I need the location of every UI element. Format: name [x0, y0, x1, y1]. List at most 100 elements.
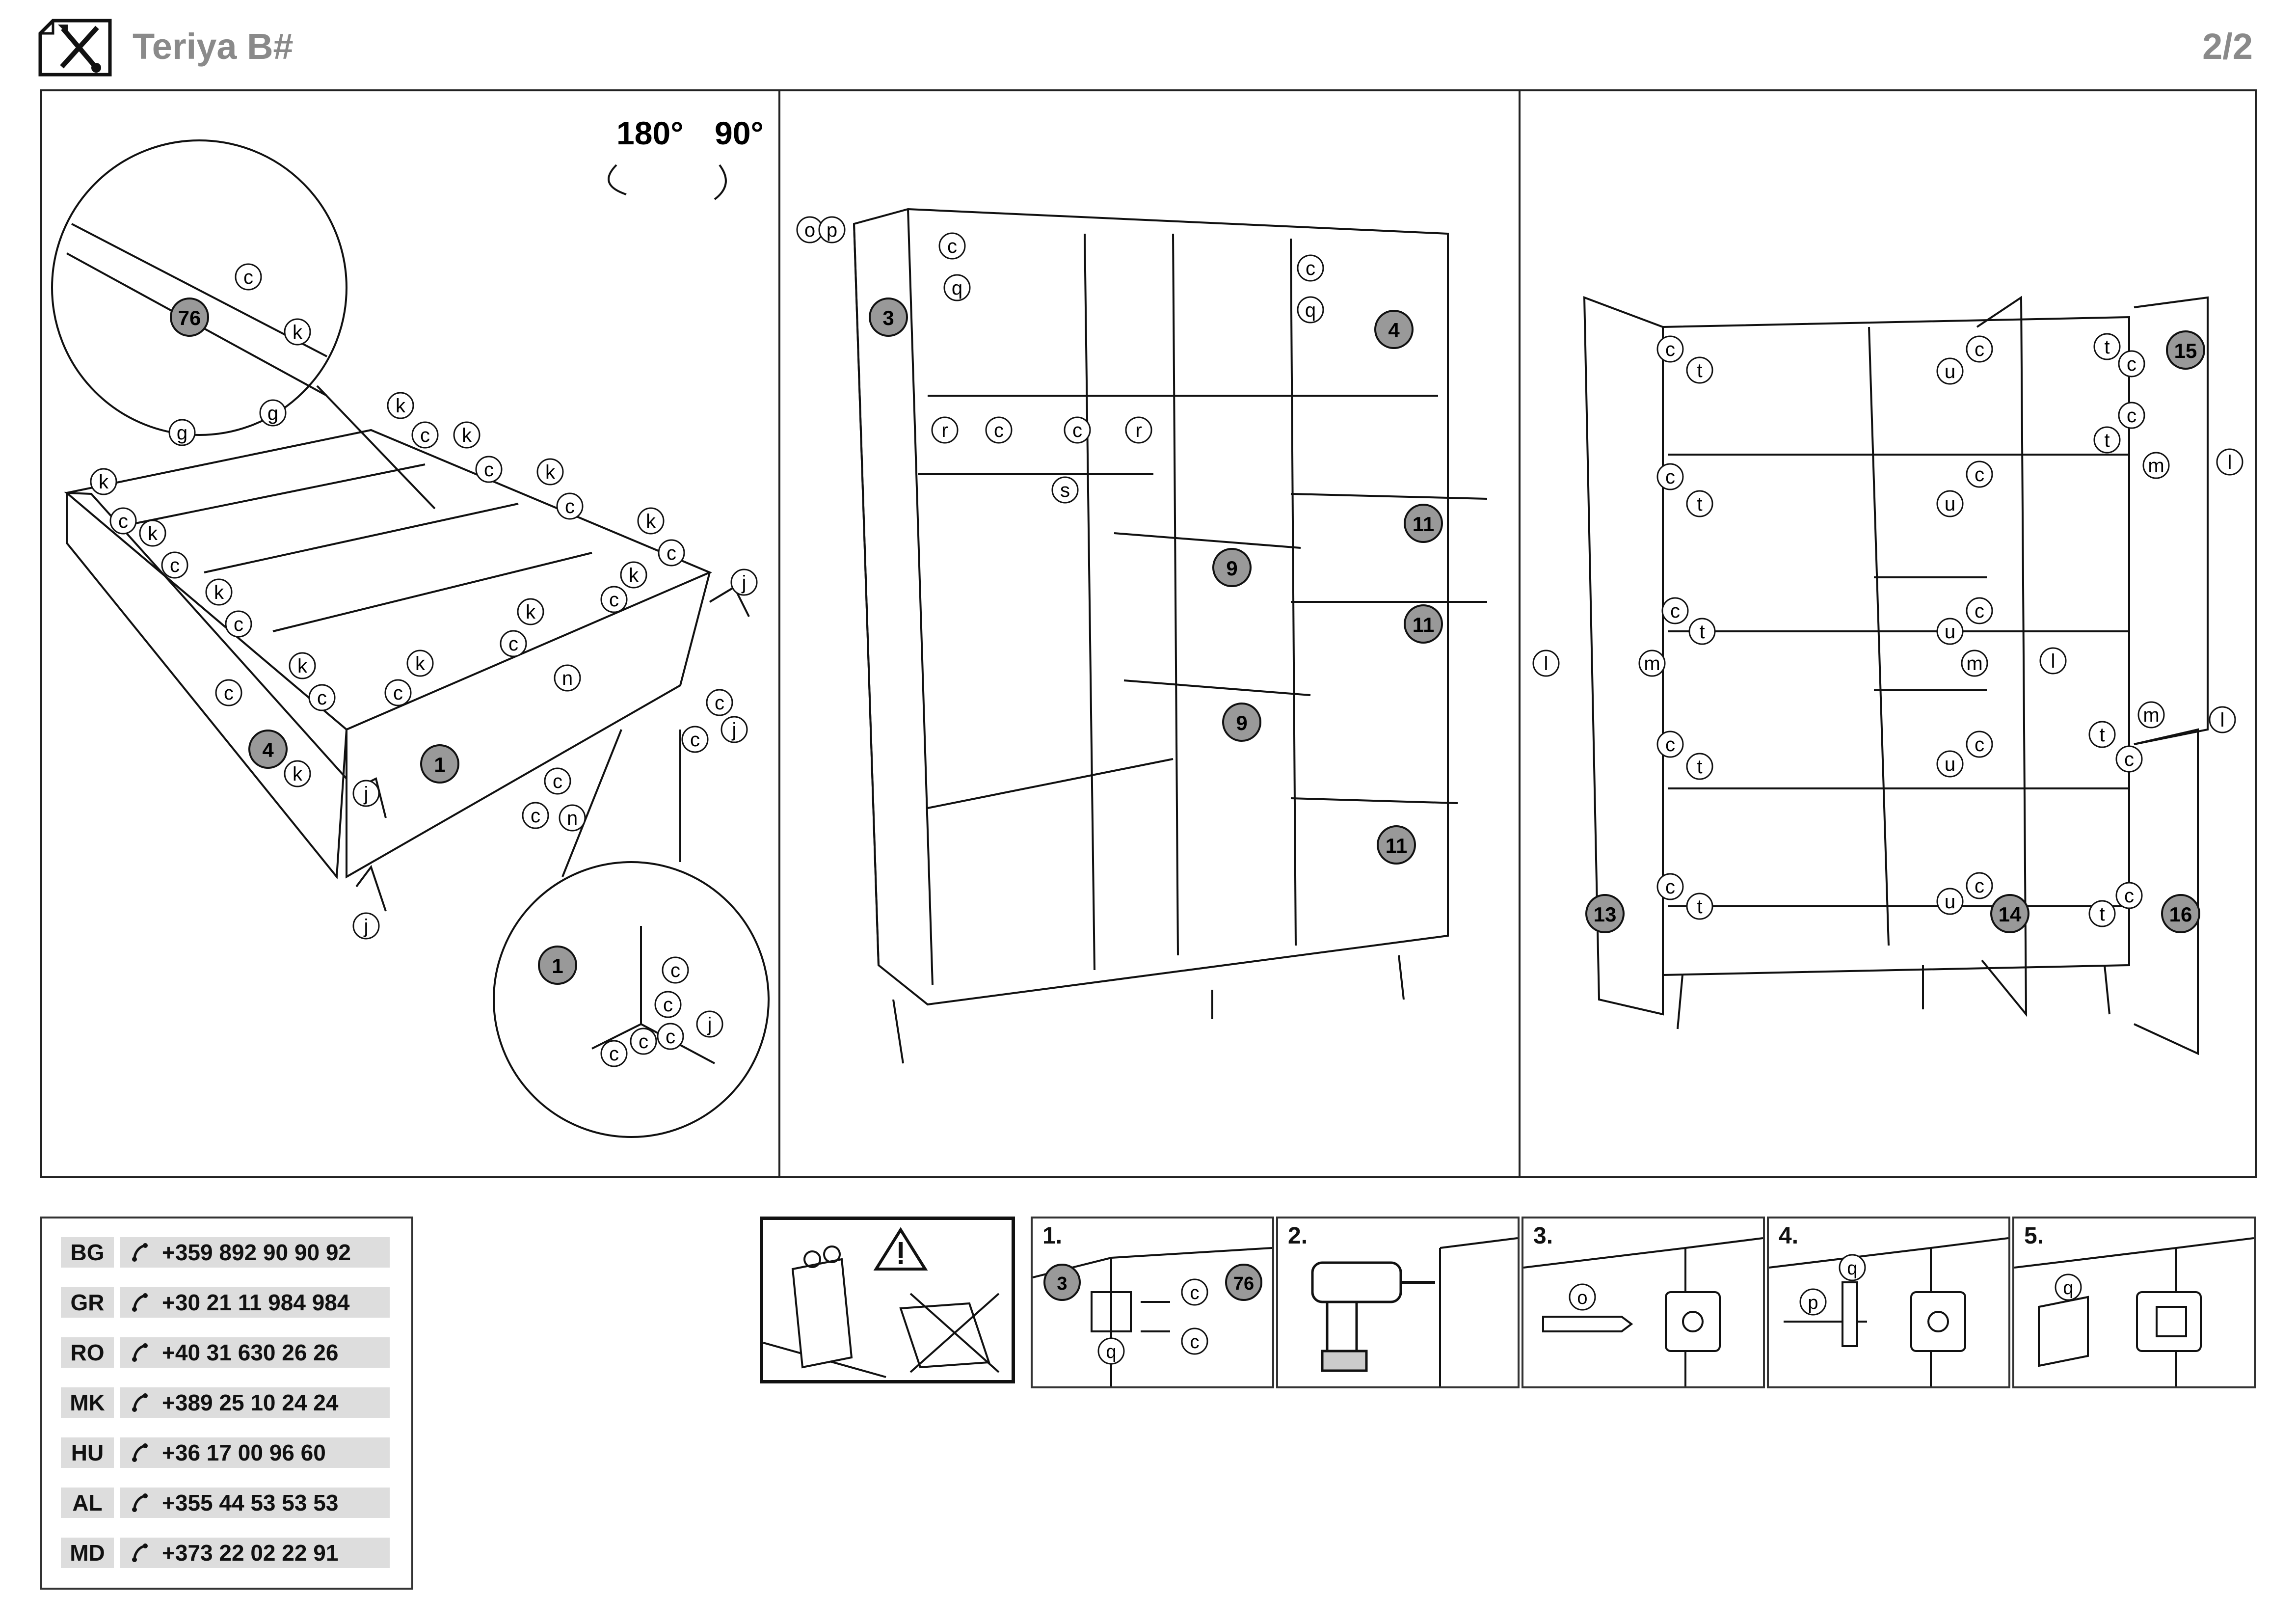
- svg-text:c: c: [715, 692, 724, 714]
- country-code: MD: [61, 1538, 114, 1568]
- svg-text:u: u: [1945, 493, 1955, 515]
- svg-text:c: c: [531, 805, 540, 827]
- svg-text:r: r: [941, 420, 948, 441]
- svg-text:13: 13: [1594, 903, 1617, 926]
- svg-text:c: c: [234, 614, 243, 635]
- phone-icon: [132, 1293, 148, 1312]
- svg-text:t: t: [1699, 621, 1705, 643]
- part-badge-76: 76: [170, 298, 209, 337]
- svg-text:c: c: [508, 633, 518, 655]
- step-number: 1.: [1042, 1223, 1063, 1249]
- svg-text:c: c: [224, 682, 234, 704]
- svg-text:j: j: [732, 719, 737, 741]
- phone-number[interactable]: +36 17 00 96 60: [162, 1440, 326, 1465]
- phone-row-ro: RO +40 31 630 26 26: [61, 1337, 390, 1368]
- svg-text:k: k: [293, 322, 303, 343]
- svg-text:3: 3: [882, 306, 894, 329]
- phone-number[interactable]: +355 44 53 53 53: [162, 1490, 339, 1516]
- svg-text:k: k: [297, 655, 308, 677]
- fitting-label-p: p: [1799, 1288, 1827, 1316]
- svg-text:l: l: [2228, 452, 2232, 473]
- svg-text:c: c: [994, 420, 1004, 441]
- phone-icon: [132, 1243, 148, 1262]
- part-badge-9: 9: [1212, 548, 1252, 587]
- fitting-labels: c k g g k c k c k c k c k c k c k c k c …: [90, 263, 758, 1067]
- svg-text:c: c: [1975, 600, 1984, 622]
- phone-row-hu: HU+36 17 00 96 60: [61, 1437, 390, 1468]
- svg-text:t: t: [1697, 896, 1702, 918]
- svg-text:c: c: [317, 687, 327, 709]
- svg-text:t: t: [1697, 493, 1702, 515]
- phone-row-md: MD +373 22 02 22 91: [61, 1538, 390, 1568]
- part-badge-13: 13: [1585, 894, 1625, 933]
- wall-fix-step-4: 4. q p: [1767, 1217, 2010, 1388]
- svg-text:c: c: [1665, 734, 1675, 756]
- svg-text:11: 11: [1413, 613, 1434, 636]
- phone-number[interactable]: +40 31 630 26 26: [162, 1340, 339, 1365]
- svg-text:76: 76: [1233, 1273, 1254, 1294]
- phone-number[interactable]: +389 25 10 24 24: [162, 1390, 339, 1415]
- tip-over-warning-illustration: [763, 1227, 1000, 1378]
- svg-text:c: c: [1665, 466, 1675, 488]
- svg-text:c: c: [1975, 734, 1984, 756]
- phone-number[interactable]: +359 892 90 90 92: [162, 1240, 351, 1265]
- country-code: AL: [61, 1488, 114, 1518]
- phone-row-mk: MK+389 25 10 24 24: [61, 1387, 390, 1418]
- bracket-screw-illustration: 3 76 c c q: [1032, 1247, 1273, 1386]
- phone-row-bg: BG +359 892 90 90 92: [61, 1237, 390, 1268]
- svg-text:c: c: [639, 1031, 648, 1053]
- svg-text:16: 16: [2169, 903, 2192, 926]
- page-number: 2/2: [2202, 26, 2253, 67]
- svg-text:c: c: [609, 1043, 619, 1065]
- phone-number[interactable]: +373 22 02 22 91: [162, 1540, 339, 1566]
- phone-icon: [132, 1543, 148, 1562]
- svg-text:14: 14: [1999, 903, 2022, 926]
- warning-icon: [873, 1227, 928, 1271]
- fitting-label-c: c: [1181, 1278, 1208, 1306]
- svg-text:76: 76: [178, 306, 201, 329]
- drill-illustration: [1311, 1237, 1518, 1386]
- svg-text:c: c: [1975, 875, 1984, 897]
- svg-text:c: c: [2124, 749, 2134, 770]
- step-number: 3.: [1533, 1223, 1553, 1249]
- country-code: RO: [61, 1337, 114, 1368]
- assembly-panel-3: 15 13 14 16 c t c u t c c t c u c t m l …: [1519, 89, 2257, 1178]
- svg-text:n: n: [562, 668, 573, 689]
- svg-text:k: k: [396, 395, 406, 417]
- svg-text:1: 1: [552, 954, 563, 977]
- svg-text:t: t: [2104, 336, 2109, 358]
- svg-text:c: c: [663, 994, 673, 1016]
- svg-text:l: l: [1544, 653, 1548, 675]
- drill-icon: [1311, 1261, 1435, 1372]
- svg-text:c: c: [1190, 1283, 1200, 1303]
- svg-text:k: k: [545, 461, 556, 483]
- part-badge-11: 11: [1404, 604, 1443, 644]
- wall-fix-step-3: 3. o: [1522, 1217, 1765, 1388]
- fitting-label-o: o: [1569, 1283, 1596, 1311]
- svg-text:1: 1: [434, 753, 445, 776]
- document-title: Teriya B#: [133, 26, 294, 67]
- part-badge-76: 76: [1225, 1264, 1262, 1301]
- svg-text:l: l: [2051, 650, 2056, 672]
- svg-text:n: n: [567, 808, 578, 829]
- phone-icon: [132, 1443, 148, 1462]
- svg-text:o: o: [804, 219, 815, 241]
- part-badge-14: 14: [1990, 894, 2029, 933]
- wall-plug-illustration: o: [1523, 1237, 1763, 1386]
- svg-text:c: c: [947, 236, 957, 257]
- svg-text:j: j: [364, 916, 369, 937]
- svg-text:t: t: [1697, 360, 1702, 381]
- svg-text:c: c: [1975, 464, 1984, 486]
- country-code: GR: [61, 1287, 114, 1318]
- phone-number[interactable]: +30 21 11 984 984: [162, 1290, 350, 1315]
- svg-text:j: j: [742, 572, 747, 594]
- svg-text:s: s: [1060, 480, 1070, 501]
- svg-text:c: c: [1072, 420, 1082, 441]
- doors-assembly-diagram: 15 13 14 16 c t c u t c c t c u c t m l …: [1532, 296, 2243, 1056]
- wardrobe-interior-diagram: 3 4 9 11 11 9 11 o p c q c q r c c r s: [796, 208, 1488, 1064]
- country-code: BG: [61, 1237, 114, 1268]
- svg-text:11: 11: [1386, 834, 1407, 857]
- svg-text:k: k: [526, 601, 536, 623]
- svg-text:m: m: [2148, 455, 2164, 477]
- step-number: 4.: [1779, 1223, 1799, 1249]
